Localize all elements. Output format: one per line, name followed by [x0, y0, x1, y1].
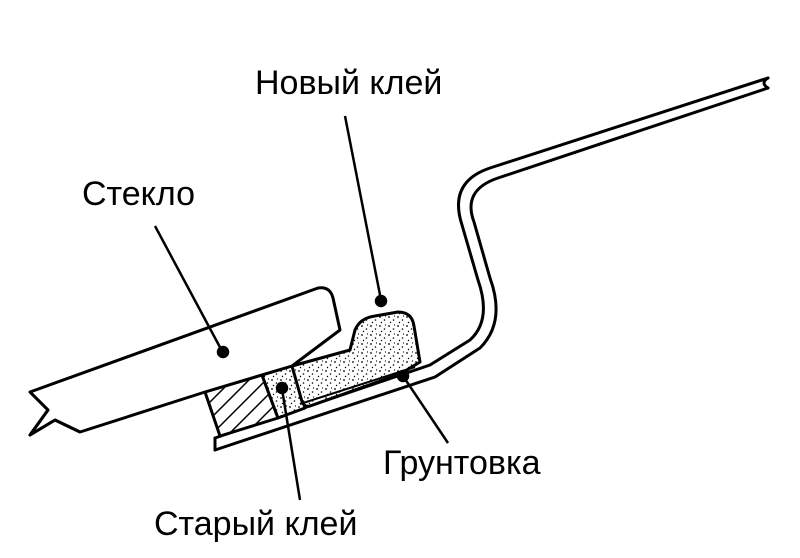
- body-flange: [213, 76, 770, 452]
- new-glue-label: Новый клей: [255, 64, 443, 102]
- primer-label: Грунтовка: [383, 444, 541, 482]
- new-glue-bead: [290, 310, 422, 408]
- leader-lines: [153, 115, 450, 501]
- old-glue-label: Старый клей: [154, 505, 358, 543]
- glass-label: Стекло: [82, 175, 196, 213]
- glass-pane: [28, 286, 342, 437]
- primer-layer: [299, 366, 416, 405]
